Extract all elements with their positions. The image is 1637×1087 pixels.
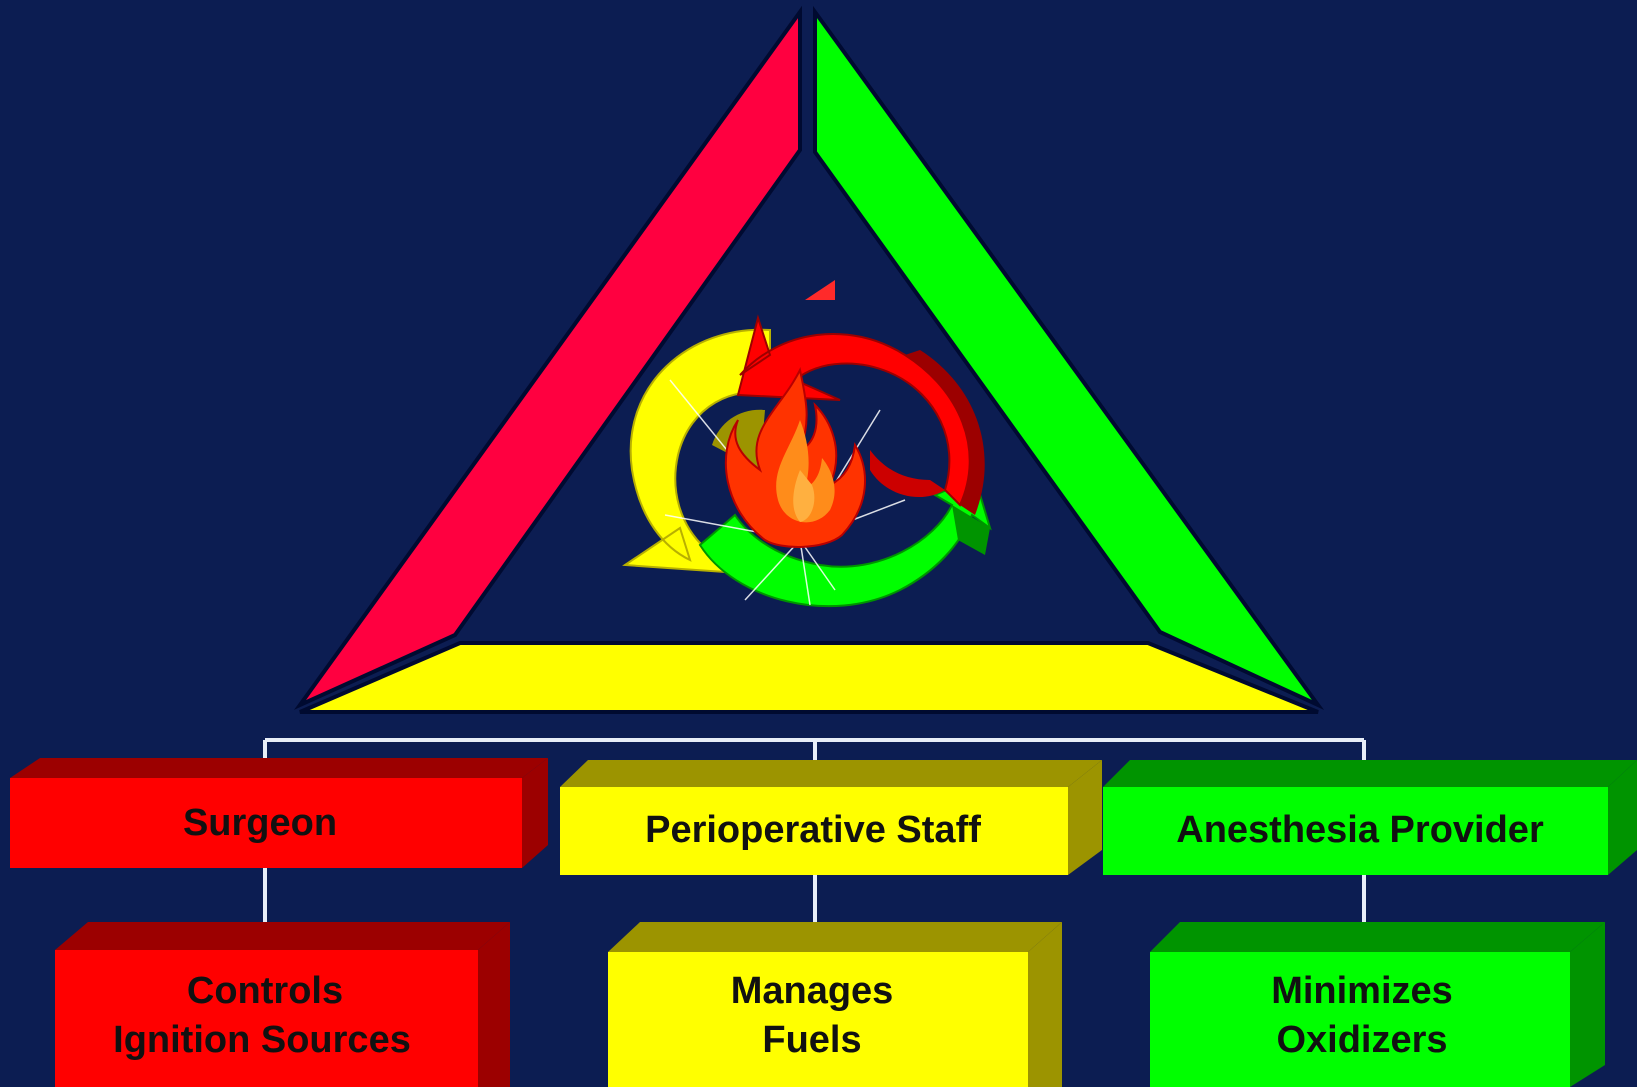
duty-label-oxidizers-line1: Minimizes [1271,970,1453,1012]
triangle-side-right [813,5,1325,711]
duty-label-fuels-line1: Manages [731,970,894,1012]
role-label-anesthesia-provider: Anesthesia Provider [1176,809,1544,851]
cycle-arrows-icon [622,280,992,608]
duty-box-oxidizers: Minimizes Oxidizers [1150,922,1605,1087]
duty-box-ignition-sources: Controls Ignition Sources [55,922,510,1087]
fire-icon [664,366,906,606]
duty-label-ignition-sources-line1: Controls [187,970,343,1012]
connector-lines [263,738,1366,925]
duty-label-oxidizers-line2: Oxidizers [1276,1019,1447,1061]
role-box-surgeon: Surgeon [10,758,548,868]
triangle-side-left [293,5,802,710]
fire-triangle [293,5,1325,714]
duty-label-ignition-sources-line2: Ignition Sources [113,1019,411,1061]
role-label-perioperative-staff: Perioperative Staff [645,809,981,851]
duty-box-fuels: Manages Fuels [608,922,1062,1087]
duty-label-fuels-line2: Fuels [762,1019,861,1061]
role-label-surgeon: Surgeon [183,802,337,844]
role-box-perioperative-staff: Perioperative Staff [560,760,1102,875]
role-box-anesthesia-provider: Anesthesia Provider [1103,760,1637,875]
triangle-side-bottom [299,641,1319,714]
